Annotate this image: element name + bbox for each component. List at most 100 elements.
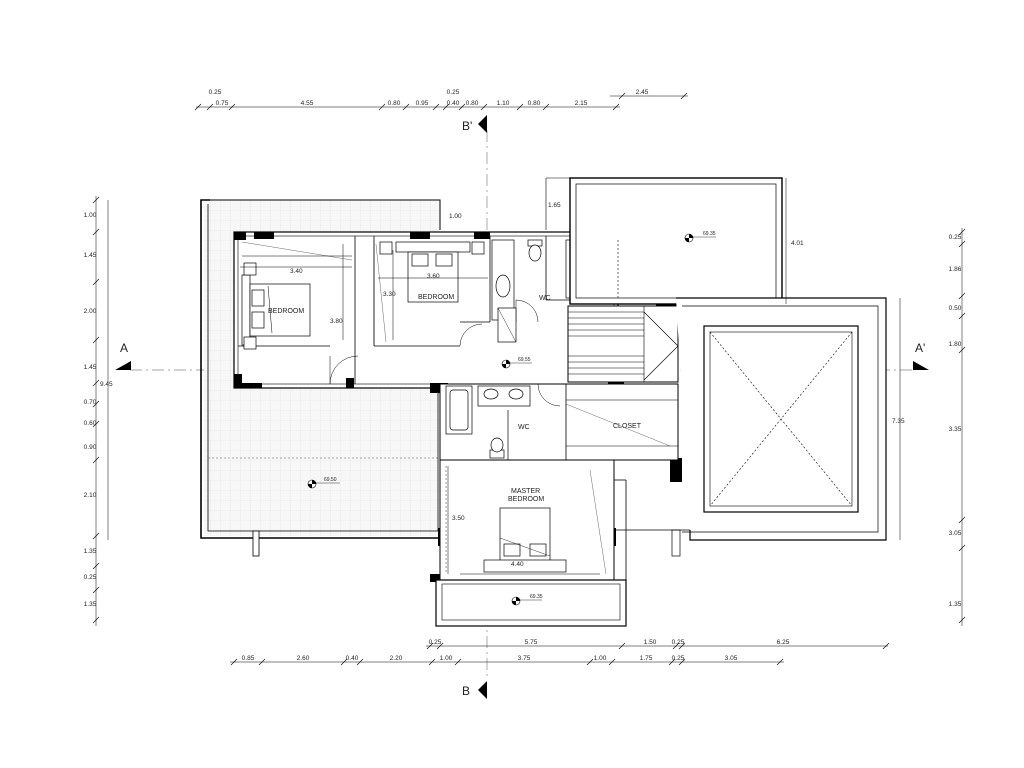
dim-label: 0.75 <box>216 100 229 107</box>
room-labels: BEDROOM BEDROOM WC WC CLOSET MASTER BEDR… <box>268 294 642 503</box>
dim-label: 1.45 <box>84 364 97 371</box>
dim-annex-depth: 4.01 <box>791 240 804 247</box>
dim-tick <box>958 228 966 236</box>
dim-label: 0.25 <box>672 639 685 646</box>
dim-label: 0.25 <box>84 574 97 581</box>
dim-tick <box>228 103 236 111</box>
dim-tick <box>92 379 100 387</box>
dim-tick <box>454 658 462 666</box>
room-label-bedroom-left: BEDROOM <box>268 308 304 315</box>
section-marker-a: A <box>115 341 131 370</box>
interior-dimensions <box>107 178 901 574</box>
dim-tick <box>340 658 348 666</box>
room-label-closet: CLOSET <box>613 423 642 430</box>
master-bed <box>483 507 567 573</box>
dim-tick <box>958 346 966 354</box>
dim-label: 3.05 <box>725 655 738 662</box>
dim-tick <box>958 240 966 248</box>
dim-tick <box>92 420 100 428</box>
dim-label: 0.85 <box>242 655 255 662</box>
lower-bath-fixtures <box>445 385 531 459</box>
dim-tick <box>356 658 364 666</box>
dim-tick <box>480 103 488 111</box>
dim-right-total: 7.35 <box>892 418 905 425</box>
dim-tick <box>442 103 450 111</box>
dim-label: 1.10 <box>497 100 510 107</box>
dim-tick <box>678 642 686 650</box>
dim-label: 1.35 <box>84 548 97 555</box>
dim-label: 4.55 <box>301 100 314 107</box>
section-marker-b: B <box>462 681 487 699</box>
level-marker-balcony: 69.35 <box>511 594 543 606</box>
dim-tick <box>92 336 100 344</box>
section-marker-a-prime: A' <box>913 341 929 370</box>
dim-label: 3.05 <box>949 530 962 537</box>
dim-label: 1.00 <box>84 212 97 219</box>
level-marker-terrace: 69.50 <box>307 477 340 489</box>
dim-label: 2.10 <box>84 492 97 499</box>
section-label-b: B <box>462 684 470 698</box>
lower-balcony <box>435 479 627 627</box>
bed-mid <box>379 241 485 303</box>
wardrobe-mid-diagonal <box>375 243 387 343</box>
dim-label: 0.40 <box>346 655 359 662</box>
wardrobe-left-diagonal <box>241 241 353 261</box>
level-marker-hall: 69.55 <box>501 357 532 369</box>
dim-bed-left-depth: 3.80 <box>330 318 343 325</box>
dim-label: 2.00 <box>84 308 97 315</box>
dim-tick <box>92 456 100 464</box>
dim-bed-mid-depth: 3.30 <box>383 291 396 298</box>
dim-tick <box>432 103 440 111</box>
dim-master-width: 4.40 <box>511 561 524 568</box>
dim-label: 1.00 <box>440 655 453 662</box>
dim-tick <box>958 616 966 624</box>
dim-tick <box>402 103 410 111</box>
dim-label: 1.45 <box>84 252 97 259</box>
dim-label: 2.15 <box>575 100 588 107</box>
dim-label: 1.35 <box>84 601 97 608</box>
dim-tick <box>378 103 386 111</box>
room-label-master-line2: BEDROOM <box>508 496 544 503</box>
dim-label: 0.80 <box>388 100 401 107</box>
bed-left <box>241 262 311 350</box>
dim-tick <box>668 658 676 666</box>
dim-label: 0.25 <box>672 655 685 662</box>
dim-tick <box>92 586 100 594</box>
dim-tick <box>680 92 688 100</box>
dim-label: 1.00 <box>594 655 607 662</box>
dim-tick <box>586 658 594 666</box>
level-text-hall: 69.55 <box>518 357 531 363</box>
dim-tick <box>776 658 784 666</box>
dim-label: 0.25 <box>209 89 222 96</box>
dim-label: 0.50 <box>949 305 962 312</box>
right-terrace <box>616 297 887 557</box>
dim-label: 0.40 <box>447 100 460 107</box>
dim-chain-right-column: 0.251.860.501.803.353.051.35 <box>949 228 966 626</box>
dim-label: 1.35 <box>949 601 962 608</box>
dim-left-total: 9.45 <box>100 381 113 388</box>
dim-tick <box>92 196 100 204</box>
dim-label: 0.25 <box>447 89 460 96</box>
dim-top-annex: 1.65 <box>548 202 561 209</box>
dim-label: 1.86 <box>949 266 962 273</box>
dim-label: 0.25 <box>949 234 962 241</box>
dim-label: 5.75 <box>525 639 538 646</box>
dim-label: 3.75 <box>518 655 531 662</box>
dim-top-wall: 1.00 <box>449 213 462 220</box>
section-marker-b-prime: B' <box>462 115 487 133</box>
dim-chain-left-column: 1.001.452.001.450.700.600.902.101.350.25… <box>84 196 100 626</box>
dim-tick <box>618 92 626 100</box>
dim-tick <box>92 616 100 624</box>
top-right-annex <box>545 177 783 305</box>
dim-tick <box>92 228 100 236</box>
dim-tick <box>426 642 434 650</box>
dim-label: 2.20 <box>390 655 403 662</box>
dim-tick <box>92 400 100 408</box>
dim-tick <box>882 642 890 650</box>
staircase <box>567 305 679 383</box>
dim-label: 0.25 <box>429 639 442 646</box>
level-text-balcony: 69.35 <box>530 594 543 600</box>
